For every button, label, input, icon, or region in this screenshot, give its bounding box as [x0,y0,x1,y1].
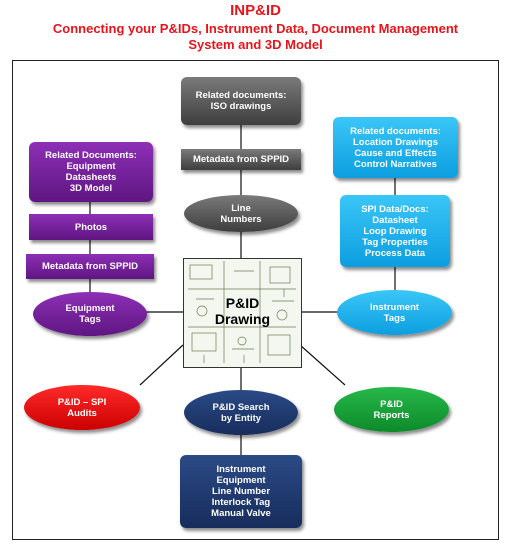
spi-docs-line-5: Process Data [364,247,426,259]
instr-docs-line-4: Control Narratives [354,158,437,170]
iso-documents-node: Related documents: ISO drawings [181,77,301,125]
spi-audits-node: P&ID – SPI Audits [24,385,140,430]
pid-drawing-node: P&ID Drawing [183,258,302,368]
instr-docs-line-2: Location Drawings [353,136,438,148]
spi-audits-line-1: P&ID – SPI [57,396,107,408]
metadata-sppid-top-node: Metadata from SPPID [181,149,301,170]
spi-docs-line-3: Loop Drawing [363,225,427,237]
spi-docs-line-2: Datasheet [372,214,418,226]
pid-drawing-thumbnail [188,261,296,363]
equip-docs-line-3: Datasheets [65,172,117,183]
line-numbers-line-1: Line [231,202,251,214]
line-numbers-line-2: Numbers [220,213,262,225]
instrument-tags-line-2: Tags [383,312,406,324]
equipment-tags-line-1: Equipment [65,303,115,314]
iso-docs-line-2: ISO drawings [210,101,272,112]
page-subtitle: Connecting your P&IDs, Instrument Data, … [0,21,511,53]
search-by-entity-node: P&ID Search by Entity [184,390,298,435]
spi-audits-line-2: Audits [67,407,97,419]
connector-drawing-audits [139,344,184,386]
reports-node: P&ID Reports [334,387,449,432]
search-line-1: P&ID Search [212,401,270,413]
entities-line-2: Equipment [216,475,266,486]
entities-line-5: Manual Valve [211,508,271,519]
equip-docs-line-4: 3D Model [69,183,113,194]
instrument-tags-node: Instrument Tags [337,290,452,335]
drawing-line-1: P&ID [225,295,260,311]
reports-line-2: Reports [373,409,410,421]
reports-line-1: P&ID [380,398,403,410]
spi-docs-line-1: SPI Data/Docs: [361,203,429,215]
entities-line-4: Interlock Tag [211,497,271,508]
subtitle-line-1: Connecting your P&IDs, Instrument Data, … [52,21,459,36]
connector-drawing-reports [299,344,346,386]
iso-docs-line-1: Related documents: [195,90,287,101]
entities-node: Instrument Equipment Line Number Interlo… [180,455,302,528]
photos-node: Photos [29,214,153,240]
entities-line-3: Line Number [211,486,271,497]
instrument-documents-node: Related documents: Location Drawings Cau… [333,117,458,178]
entities-line-1: Instrument [216,464,266,475]
metadata-sppid-left-node: Metadata from SPPID [26,254,154,279]
equip-docs-line-1: Related Documents: [45,150,137,161]
instr-docs-line-3: Cause and Effects [354,147,437,159]
pid-drawing-label: P&ID Drawing [184,295,301,327]
search-line-2: by Entity [220,412,262,424]
instrument-tags-line-1: Instrument [369,301,420,313]
spi-data-docs-node: SPI Data/Docs: Datasheet Loop Drawing Ta… [340,195,450,267]
equipment-tags-line-2: Tags [79,314,101,325]
spi-docs-line-4: Tag Properties [362,236,428,248]
equipment-documents-node: Related Documents: Equipment Datasheets … [29,142,153,202]
equip-docs-line-2: Equipment [66,161,116,172]
instr-docs-line-1: Related documents: [350,125,441,137]
page-title: INP&ID [230,2,281,19]
drawing-line-2: Drawing [214,311,271,327]
subtitle-line-2: System and 3D Model [188,37,323,52]
line-numbers-node: Line Numbers [184,195,298,232]
equipment-tags-node: Equipment Tags [33,292,147,336]
